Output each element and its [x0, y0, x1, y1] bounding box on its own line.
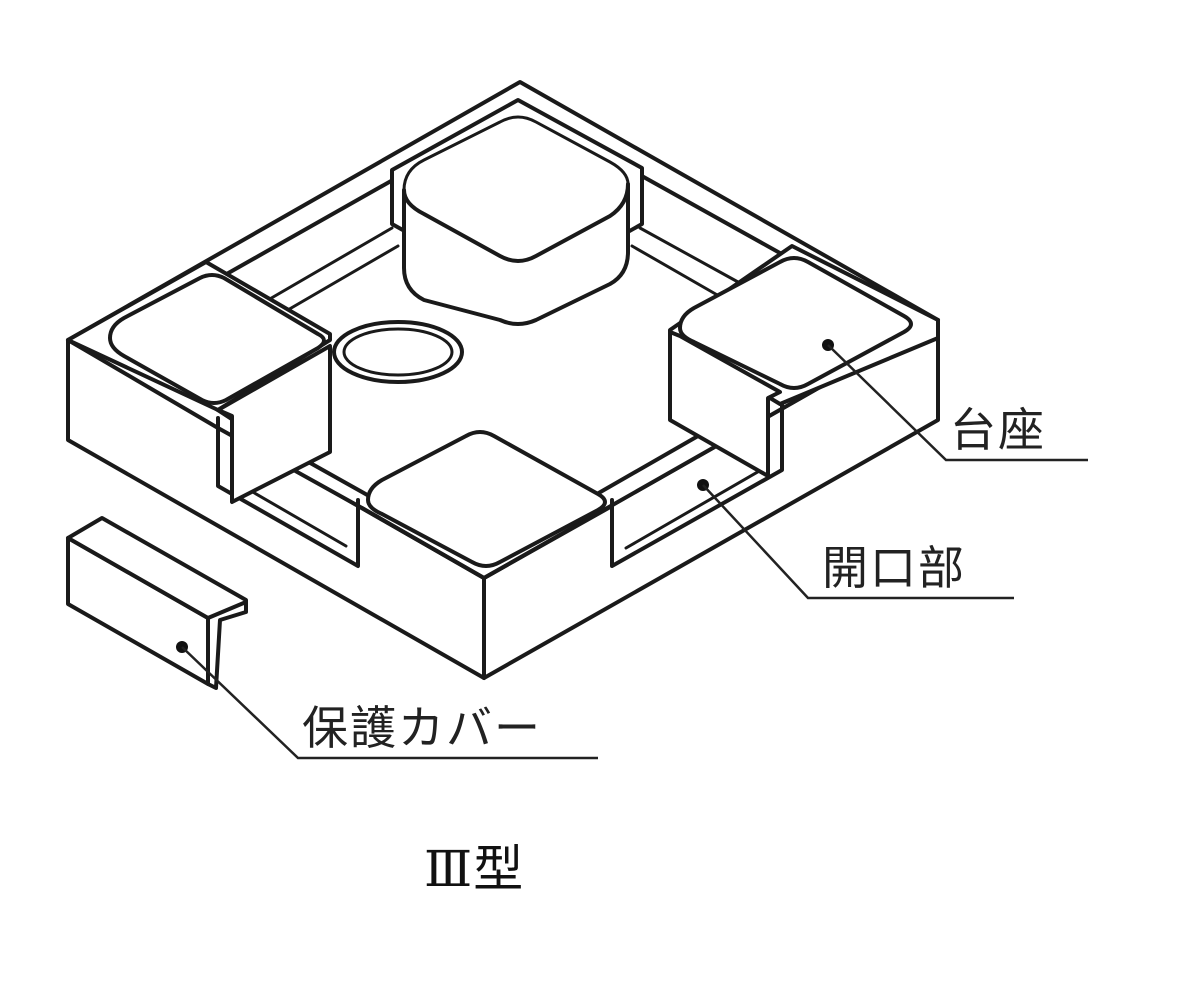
- leader-line-cover: [181, 646, 598, 760]
- inner-rim-back-left-2: [272, 244, 400, 320]
- protective-cover-part: [66, 516, 248, 690]
- leader-opening: [697, 479, 1014, 600]
- inner-wall-front-left: [216, 416, 360, 568]
- circular-hole: [332, 320, 464, 384]
- pedestal-right-front: [668, 330, 782, 478]
- pedestal-back: [390, 98, 644, 326]
- pedestal-right: [668, 244, 940, 478]
- pedestal-back-front: [402, 182, 630, 326]
- leader-line-opening: [702, 484, 1014, 600]
- pedestal-front: [360, 430, 614, 580]
- inner-rim-back-right: [638, 226, 740, 284]
- label-opening: 開口部: [822, 541, 966, 595]
- leader-cover: [176, 641, 598, 760]
- leader-line-pedestal: [827, 344, 1088, 462]
- leader-pedestal: [822, 339, 1088, 462]
- label-pedestal: 台座: [950, 403, 1046, 457]
- label-protective-cover: 保護カバー: [302, 701, 542, 755]
- pedestal-left-front: [216, 344, 332, 504]
- pedestal-front-top: [366, 430, 607, 568]
- inner-wall-front-right: [610, 398, 784, 568]
- pedestal-left: [66, 260, 332, 504]
- pedestal-back-top-edge: [402, 115, 630, 192]
- pedestal-front-edge: [360, 504, 614, 580]
- circular-hole-inner: [342, 327, 454, 377]
- inner-rim-back-left: [266, 226, 394, 302]
- pedestal-left-top: [108, 273, 326, 405]
- figure-caption: Ⅲ型: [424, 840, 524, 898]
- cover-side-face: [206, 600, 248, 690]
- inner-rim-back-right-2: [630, 244, 728, 302]
